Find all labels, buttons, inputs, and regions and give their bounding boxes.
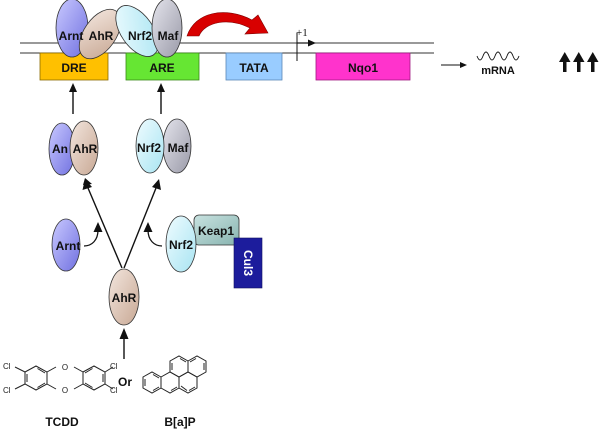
- arnt-join-arrow: [83, 222, 103, 247]
- bound-arnt-label: Arnt: [59, 29, 84, 43]
- tcdd-structure: [14, 365, 114, 391]
- mrna-label: mRNA: [481, 65, 515, 77]
- transcription-arrow-icon: [460, 62, 467, 68]
- transcription-start-site: +1: [296, 27, 316, 61]
- nrf2-release-arrow: [143, 222, 163, 247]
- bound-maf-label: Maf: [158, 29, 180, 43]
- bound-nrf2: [115, 5, 159, 57]
- arrowhead-icon: [152, 179, 161, 190]
- ahr-arnt-dimer: An AhR: [48, 120, 99, 176]
- dimer-ahr: [69, 120, 99, 176]
- free-nrf2-label: Nrf2: [169, 238, 193, 252]
- tata-label: TATA: [239, 61, 269, 75]
- upregulation-arrows-icon: [559, 52, 599, 72]
- arrowhead-icon: [143, 222, 153, 232]
- keap1-label: Keap1: [198, 224, 234, 238]
- ahr-to-nrf2-maf-arrow: [123, 187, 157, 269]
- bound-maf: [151, 0, 183, 58]
- activation-arrow-icon: [186, 12, 269, 37]
- arrowhead-icon: [93, 222, 103, 232]
- up-arrow-icon: [559, 52, 571, 72]
- dre-label: DRE: [61, 61, 86, 75]
- tcdd-label: TCDD: [45, 415, 79, 429]
- cul3: Cul3: [233, 237, 263, 289]
- keap1: Keap1: [193, 214, 240, 246]
- or-connector: Or: [118, 375, 132, 389]
- free-ahr-label: AhR: [112, 291, 137, 305]
- tcdd-oxygen-top: O: [62, 363, 68, 372]
- tcdd-atoms: O O Cl Cl Cl Cl: [3, 362, 118, 395]
- dimer-nrf2-label: Nrf2: [137, 141, 161, 155]
- dimer-ahr-label: AhR: [73, 142, 98, 156]
- tata-element: TATA: [225, 52, 283, 81]
- bound-ahr: [78, 8, 122, 60]
- arrowhead-icon: [69, 83, 77, 92]
- arrowhead-icon: [119, 328, 129, 339]
- nrf2-maf-dimer: Nrf2 Maf: [135, 118, 192, 174]
- bap-structure: [142, 355, 207, 394]
- arrowhead-icon: [157, 83, 165, 92]
- tcdd-cl-4: Cl: [110, 386, 118, 395]
- tcdd-cl-3: Cl: [110, 362, 118, 371]
- free-arnt: Arnt: [51, 218, 81, 272]
- dimer-arnt-label: An: [52, 142, 68, 156]
- nqo1-gene: Nqo1: [315, 52, 411, 81]
- up-arrow-icon: [573, 52, 585, 72]
- free-arnt-label: Arnt: [56, 239, 81, 253]
- up-arrow-icon: [587, 52, 599, 72]
- free-nrf2: Nrf2: [165, 215, 197, 273]
- tcdd-oxygen-bottom: O: [62, 386, 68, 395]
- bap-label: B[a]P: [164, 415, 195, 429]
- cul3-label: Cul3: [241, 250, 255, 276]
- ahr-to-ahr-arnt-arrow: [87, 187, 123, 269]
- tss-label: +1: [296, 27, 308, 39]
- tcdd-cl-2: Cl: [3, 386, 11, 395]
- free-ahr: AhR: [108, 268, 140, 326]
- nqo1-label: Nqo1: [348, 61, 378, 75]
- are-label: ARE: [149, 61, 174, 75]
- tcdd-cl-1: Cl: [3, 362, 11, 371]
- tss-arrow-icon: [308, 39, 316, 47]
- are-element: ARE: [125, 52, 200, 81]
- mrna-wave-icon: [476, 51, 520, 61]
- bound-nrf2-label: Nrf2: [128, 29, 152, 43]
- bound-ahr-label: AhR: [89, 29, 114, 43]
- arrowhead-icon: [82, 179, 92, 190]
- dimer-maf-label: Maf: [168, 141, 190, 155]
- dimer-nrf2: [135, 118, 165, 174]
